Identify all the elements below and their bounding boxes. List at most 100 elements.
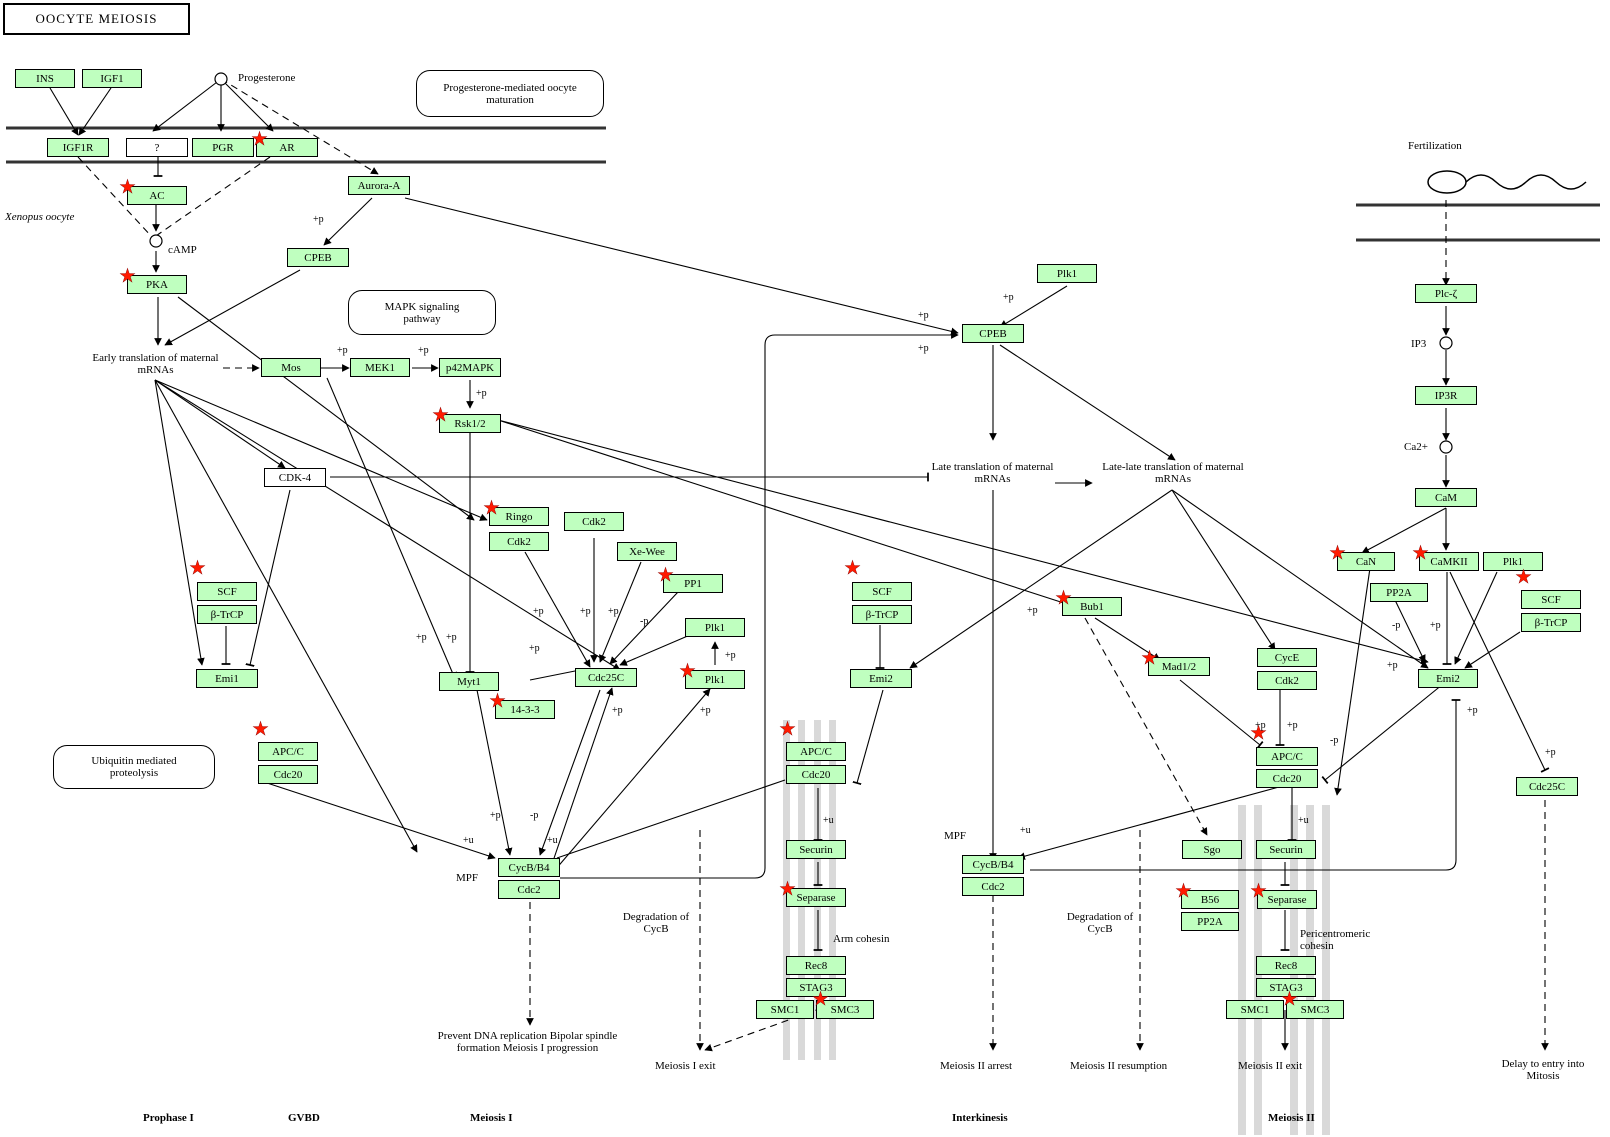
gene-box-b56[interactable]: B56 bbox=[1181, 890, 1239, 909]
gene-box-smc3-2[interactable]: SMC3 bbox=[1286, 1000, 1344, 1019]
gene-box-cdk4[interactable]: CDK-4 bbox=[264, 468, 326, 487]
gene-box-cdc20-1[interactable]: Cdc20 bbox=[258, 765, 318, 784]
xenopus-label: Xenopus oocyte bbox=[5, 211, 75, 223]
gene-box-14-3-3[interactable]: 14-3-3 bbox=[495, 700, 555, 719]
phase-meiosis-ii: Meiosis II bbox=[1268, 1112, 1315, 1124]
gene-box-pp2a-2[interactable]: PP2A bbox=[1370, 583, 1428, 602]
mod-p: +p bbox=[1545, 747, 1556, 758]
highlight-star-icon: ★ bbox=[251, 129, 269, 150]
gene-box-btrcp-3[interactable]: β-TrCP bbox=[1521, 613, 1581, 632]
gene-box-btrcp-2[interactable]: β-TrCP bbox=[852, 605, 912, 624]
mod-mp: -p bbox=[1330, 735, 1339, 746]
gene-box-scf-2[interactable]: SCF bbox=[852, 582, 912, 601]
gene-box-mad1-2[interactable]: Mad1/2 bbox=[1148, 657, 1210, 676]
gene-box-camkii[interactable]: CaMKII bbox=[1419, 552, 1479, 571]
gene-box-cdc20-2[interactable]: Cdc20 bbox=[786, 765, 846, 784]
mod-p: +p bbox=[918, 310, 929, 321]
phase-meiosis-i: Meiosis I bbox=[470, 1112, 513, 1124]
gene-box-smc1-1[interactable]: SMC1 bbox=[756, 1000, 814, 1019]
gene-box-bub1[interactable]: Bub1 bbox=[1062, 597, 1122, 616]
gene-box-ar[interactable]: AR bbox=[256, 138, 318, 157]
mod-mp: -p bbox=[530, 810, 539, 821]
phase-prophase-i: Prophase I bbox=[143, 1112, 194, 1124]
gene-box-cyce[interactable]: CycE bbox=[1257, 648, 1317, 667]
gene-box-emi2-2[interactable]: Emi2 bbox=[1418, 669, 1478, 688]
pericentromeric-cohesin-label: Pericentromeric cohesin bbox=[1300, 928, 1371, 952]
gene-box-emi1[interactable]: Emi1 bbox=[196, 669, 258, 688]
gene-box-cdc20-3[interactable]: Cdc20 bbox=[1256, 769, 1318, 788]
gene-box-unknown-receptor[interactable]: ? bbox=[126, 138, 188, 157]
gene-box-cycb-2[interactable]: CycB/B4 bbox=[962, 855, 1024, 874]
gene-box-cpeb[interactable]: CPEB bbox=[287, 248, 349, 267]
gene-box-securin-1[interactable]: Securin bbox=[786, 840, 846, 859]
gene-box-cdk2-b[interactable]: Cdk2 bbox=[564, 512, 624, 531]
gene-box-calm[interactable]: CaM bbox=[1415, 488, 1477, 507]
gene-box-plk1-a[interactable]: Plk1 bbox=[685, 618, 745, 637]
gene-box-cdc25c-2[interactable]: Cdc25C bbox=[1516, 777, 1578, 796]
mod-u: +u bbox=[823, 815, 834, 826]
gene-box-cycb-1[interactable]: CycB/B4 bbox=[498, 858, 560, 877]
gene-box-can[interactable]: CaN bbox=[1337, 552, 1395, 571]
gene-box-smc1-2[interactable]: SMC1 bbox=[1226, 1000, 1284, 1019]
ubiquitin-pathway-link[interactable]: Ubiquitin mediated proteolysis bbox=[53, 745, 215, 789]
gene-box-separase-2[interactable]: Separase bbox=[1257, 890, 1317, 909]
gene-box-rec8-1[interactable]: Rec8 bbox=[786, 956, 846, 975]
meiosis-ii-resumption-label: Meiosis II resumption bbox=[1070, 1060, 1168, 1072]
gene-box-stag3-1[interactable]: STAG3 bbox=[786, 978, 846, 997]
gene-box-ip3r[interactable]: IP3R bbox=[1415, 386, 1477, 405]
mod-u: +u bbox=[1020, 825, 1031, 836]
mod-p: +p bbox=[918, 343, 929, 354]
mod-p: +p bbox=[1287, 720, 1298, 731]
gene-box-igf1[interactable]: IGF1 bbox=[82, 69, 142, 88]
progesterone-pathway-link[interactable]: Progesterone-mediated oocyte maturation bbox=[416, 70, 604, 117]
highlight-star-icon: ★ bbox=[252, 719, 270, 740]
gene-box-ins[interactable]: INS bbox=[15, 69, 75, 88]
gene-box-smc3-1[interactable]: SMC3 bbox=[816, 1000, 874, 1019]
gene-box-sgo[interactable]: Sgo bbox=[1182, 840, 1242, 859]
gene-box-rec8-2[interactable]: Rec8 bbox=[1256, 956, 1316, 975]
gene-box-cdc2-2[interactable]: Cdc2 bbox=[962, 877, 1024, 896]
mapk-pathway-link[interactable]: MAPK signaling pathway bbox=[348, 290, 496, 335]
gene-box-cdc2-1[interactable]: Cdc2 bbox=[498, 880, 560, 899]
pathway-title: OOCYTE MEIOSIS bbox=[3, 3, 190, 35]
gene-box-mek1[interactable]: MEK1 bbox=[350, 358, 410, 377]
gene-box-p42mapk[interactable]: p42MAPK bbox=[439, 358, 501, 377]
gene-box-mos[interactable]: Mos bbox=[261, 358, 321, 377]
gene-box-ac[interactable]: AC bbox=[127, 186, 187, 205]
gene-box-stag3-2[interactable]: STAG3 bbox=[1256, 978, 1316, 997]
gene-box-apcc-2[interactable]: APC/C bbox=[786, 742, 846, 761]
gene-box-cdk2-a[interactable]: Cdk2 bbox=[489, 532, 549, 551]
gene-box-apcc-3[interactable]: APC/C bbox=[1256, 747, 1318, 766]
gene-box-plk1-c[interactable]: Plk1 bbox=[1037, 264, 1097, 283]
gene-box-cpeb-2[interactable]: CPEB bbox=[962, 324, 1024, 343]
gene-box-igf1r[interactable]: IGF1R bbox=[47, 138, 109, 157]
gene-box-cdc25c-1[interactable]: Cdc25C bbox=[575, 668, 637, 687]
gene-box-aurora-a[interactable]: Aurora-A bbox=[348, 176, 410, 195]
highlight-star-icon: ★ bbox=[1250, 881, 1268, 902]
gene-box-rsk1-2[interactable]: Rsk1/2 bbox=[439, 414, 501, 433]
gene-box-scf-3[interactable]: SCF bbox=[1521, 590, 1581, 609]
gene-box-pgr[interactable]: PGR bbox=[192, 138, 254, 157]
gene-box-apcc-1[interactable]: APC/C bbox=[258, 742, 318, 761]
gene-box-plk1-b[interactable]: Plk1 bbox=[685, 670, 745, 689]
gene-box-xe-wee[interactable]: Xe-Wee bbox=[617, 542, 677, 561]
gene-box-emi2-1[interactable]: Emi2 bbox=[850, 669, 912, 688]
gene-box-plc-zeta[interactable]: Plc-ζ bbox=[1415, 284, 1477, 303]
gene-box-pp2a-1[interactable]: PP2A bbox=[1181, 912, 1239, 931]
gene-box-ringo[interactable]: Ringo bbox=[489, 507, 549, 526]
gene-box-btrcp-1[interactable]: β-TrCP bbox=[197, 605, 257, 624]
gene-box-securin-2[interactable]: Securin bbox=[1256, 840, 1316, 859]
mod-p: +p bbox=[725, 650, 736, 661]
gene-box-myt1[interactable]: Myt1 bbox=[439, 672, 499, 691]
gene-box-scf-1[interactable]: SCF bbox=[197, 582, 257, 601]
gene-box-pp1[interactable]: PP1 bbox=[663, 574, 723, 593]
gene-box-plk1-d[interactable]: Plk1 bbox=[1483, 552, 1543, 571]
mod-p: +p bbox=[490, 810, 501, 821]
camp-label: cAMP bbox=[168, 244, 197, 256]
gene-box-cdk2-c[interactable]: Cdk2 bbox=[1257, 671, 1317, 690]
gene-box-separase-1[interactable]: Separase bbox=[786, 888, 846, 907]
phase-interkinesis: Interkinesis bbox=[952, 1112, 1008, 1124]
highlight-star-icon: ★ bbox=[119, 266, 137, 287]
mod-p: +p bbox=[700, 705, 711, 716]
gene-box-pka[interactable]: PKA bbox=[127, 275, 187, 294]
